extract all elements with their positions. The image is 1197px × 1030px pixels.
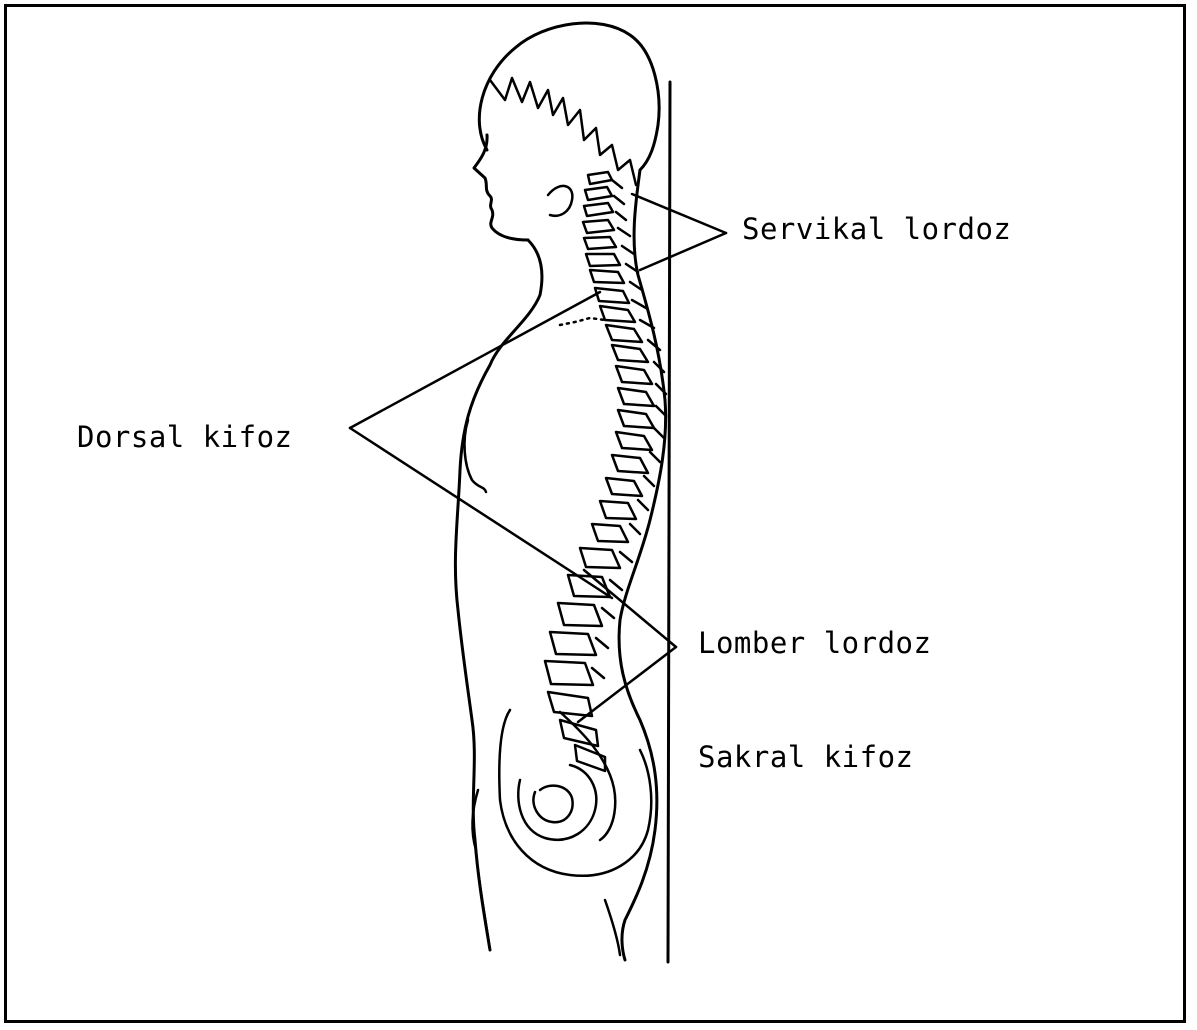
face-profile bbox=[474, 135, 528, 240]
leg-front bbox=[476, 850, 490, 950]
chest-contour bbox=[465, 420, 486, 492]
collar-dots bbox=[560, 318, 605, 325]
ear bbox=[548, 186, 572, 216]
label-dorsal-kifoz: Dorsal kifoz bbox=[77, 420, 293, 454]
spine-vertebrae bbox=[545, 172, 666, 771]
plumb-line bbox=[668, 82, 670, 962]
hair-strands bbox=[490, 78, 636, 185]
label-lomber-lordoz: Lomber lordoz bbox=[698, 626, 931, 660]
pelvis-inner bbox=[518, 765, 596, 840]
leg-back bbox=[605, 900, 620, 955]
label-sakral-kifoz: Sakral kifoz bbox=[698, 740, 914, 774]
pelvis-ring bbox=[534, 786, 573, 823]
label-servikal-lordoz: Servikal lordoz bbox=[742, 212, 1011, 246]
pelvis-outline bbox=[499, 710, 651, 876]
